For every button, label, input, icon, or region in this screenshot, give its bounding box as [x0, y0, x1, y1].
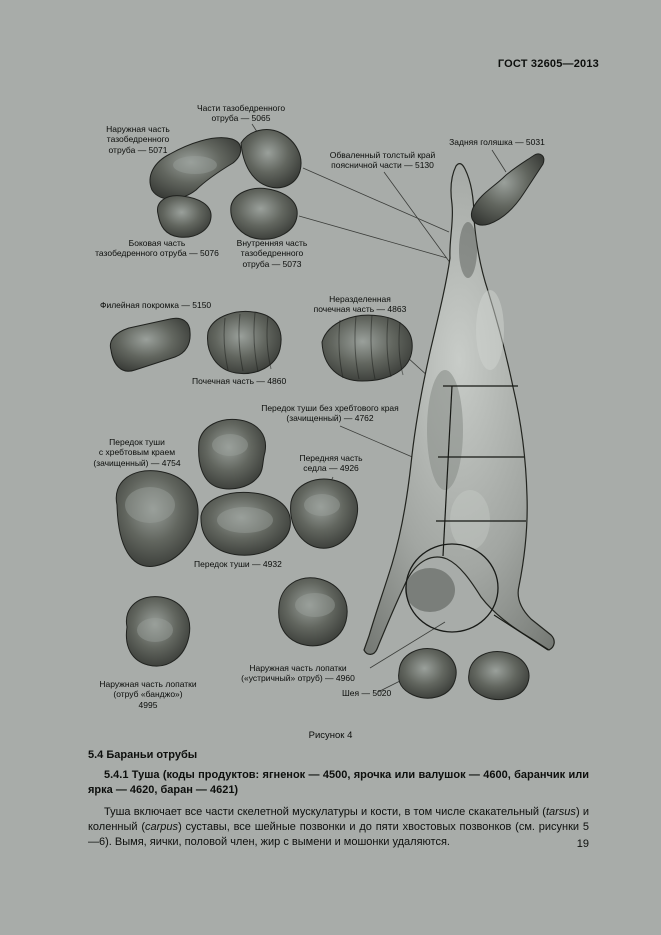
oyster-cut-outline: [405, 543, 499, 633]
cut-hind-shank: [471, 153, 545, 226]
figure-label-5020: Шея — 5020: [342, 688, 392, 698]
cut-forequarter-4932: [200, 491, 291, 556]
meat-cuts: [109, 129, 545, 700]
cut-oyster: [278, 577, 348, 647]
latin-term-tarsus: tarsus: [545, 805, 576, 818]
rib-striations: [223, 312, 404, 380]
carcass-silhouette: [363, 163, 555, 655]
carcass-division-lines: [436, 385, 526, 557]
document-header: ГОСТ 32605—2013: [497, 58, 599, 70]
figure-label-5065: Части тазобедренного отруба — 5065: [196, 103, 286, 124]
figure-label-4995: Наружная часть лопатки (отруб «банджо») …: [99, 679, 197, 710]
cut-neck: [398, 648, 457, 699]
figure-caption: Рисунок 4: [308, 730, 353, 741]
latin-term-carpus: carpus: [145, 820, 179, 833]
figure-label-5130: Обваленный толстый край поясничной части…: [329, 150, 436, 171]
cut-fillet-flap: [109, 317, 191, 372]
cut-forequarter-big: [115, 470, 199, 567]
figure-label-5076: Боковая часть тазобедренного отруба — 50…: [95, 238, 219, 259]
cut-banjo: [125, 596, 191, 667]
figure-label-5073: Внутренняя часть тазобедренного отруба —…: [236, 238, 308, 269]
figure-label-4863: Неразделенная почечная часть — 4863: [313, 294, 407, 315]
figure-label-4926: Передняя часть седла — 4926: [299, 453, 363, 474]
figure-label-5071: Наружная часть тазобедренного отруба — 5…: [106, 124, 170, 155]
body-paragraph: Туша включает все части скелетной мускул…: [88, 805, 589, 851]
cut-front-saddle: [290, 478, 359, 549]
body-text: 5.4 Бараньи отрубы 5.4.1 Туша (коды прод…: [88, 748, 589, 850]
cut-bottom-right: [468, 651, 530, 700]
cut-side-hip: [157, 195, 212, 238]
highlight-spots: [125, 156, 340, 642]
figure-label-4860: Почечная часть — 4860: [192, 376, 287, 386]
cut-forequarter-spine: [198, 418, 267, 490]
figure-label-4960: Наружная часть лопатки («устричный» отру…: [241, 663, 355, 684]
figure-label-4932: Передок туши — 4932: [194, 559, 282, 569]
figure-label-4762: Передок туши без хребтового края (зачище…: [261, 403, 399, 424]
figure-label-4754: Передок туши с хребтовым краем (зачищенн…: [93, 437, 181, 468]
page-number: 19: [576, 838, 589, 850]
paragraph-segment: Туша включает все части скелетной мускул…: [104, 805, 546, 818]
figure-label-5031: Задняя голяшка — 5031: [449, 137, 545, 147]
cut-inner-hip: [230, 187, 298, 240]
section-heading: 5.4 Бараньи отрубы: [88, 749, 198, 761]
cut-hip-parts: [240, 129, 302, 189]
subsection-heading: 5.4.1 Туша (коды продуктов: ягненок — 45…: [88, 769, 589, 797]
paragraph-segment: ) суставы, все шейные позвонки и до пяти…: [88, 820, 589, 848]
figure-label-5150: Филейная покромка — 5150: [100, 300, 212, 310]
paragraph-segment: ) и коленный (: [88, 805, 589, 833]
cut-outer-hip: [149, 137, 242, 200]
